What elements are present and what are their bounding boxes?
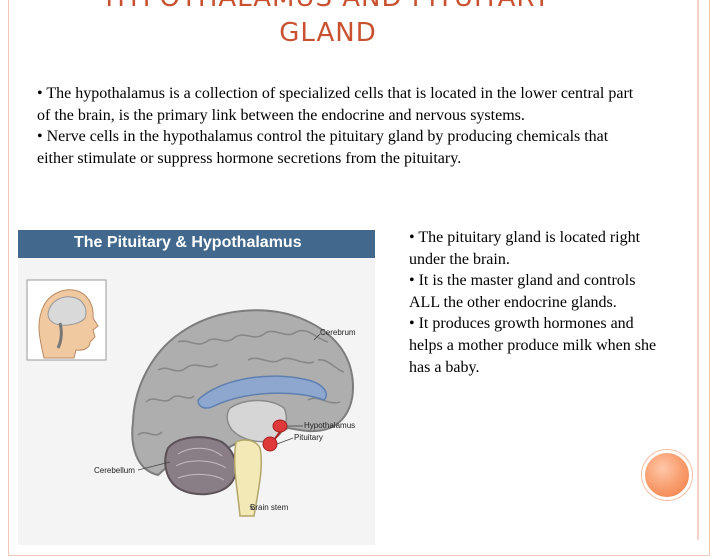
label-cerebrum: Cerebrum xyxy=(320,328,356,337)
intro-text: • The hypothalamus is a collection of sp… xyxy=(37,83,637,169)
pituitary-facts: • The pituitary gland is located right u… xyxy=(409,227,659,378)
figure-leader-lines xyxy=(137,333,321,511)
label-cerebellum: Cerebellum xyxy=(94,466,135,475)
slide-frame-edge xyxy=(697,0,699,540)
label-hypothalamus: Hypothalamus xyxy=(304,421,356,430)
inset-spine xyxy=(56,322,63,349)
pituitary-gland xyxy=(262,436,278,452)
slide-title-line-2: GLAND xyxy=(279,18,377,48)
cerebellum-folds xyxy=(175,447,227,481)
fact-item: • The pituitary gland is located right u… xyxy=(409,229,641,268)
brain-illustration xyxy=(26,279,354,517)
fact-item: • It is the master gland and controls AL… xyxy=(409,272,636,311)
figure-title: The Pituitary & Hypothalamus xyxy=(74,234,302,251)
brain-stem-shape xyxy=(233,439,263,517)
decorative-orb xyxy=(642,450,692,500)
intro-paragraph: • Nerve cells in the hypothalamus contro… xyxy=(37,128,609,167)
fact-item: • It produces growth hormones and helps … xyxy=(409,315,657,376)
label-pituitary: Pituitary xyxy=(294,433,323,442)
slide-title-line-1: HYPOTHALAMUS AND PITUITARY xyxy=(0,0,656,16)
label-brain-stem: Brain stem xyxy=(250,503,289,512)
figure-header: The Pituitary & Hypothalamus xyxy=(18,230,375,258)
hypothalamus-gland xyxy=(272,419,288,433)
brain-gyri xyxy=(137,329,345,436)
corpus-callosum xyxy=(197,375,328,409)
inset-brain xyxy=(47,296,87,326)
intro-paragraph: • The hypothalamus is a collection of sp… xyxy=(37,85,634,124)
pituitary-hypothalamus-figure: The Pituitary & Hypothalamus xyxy=(18,230,375,545)
